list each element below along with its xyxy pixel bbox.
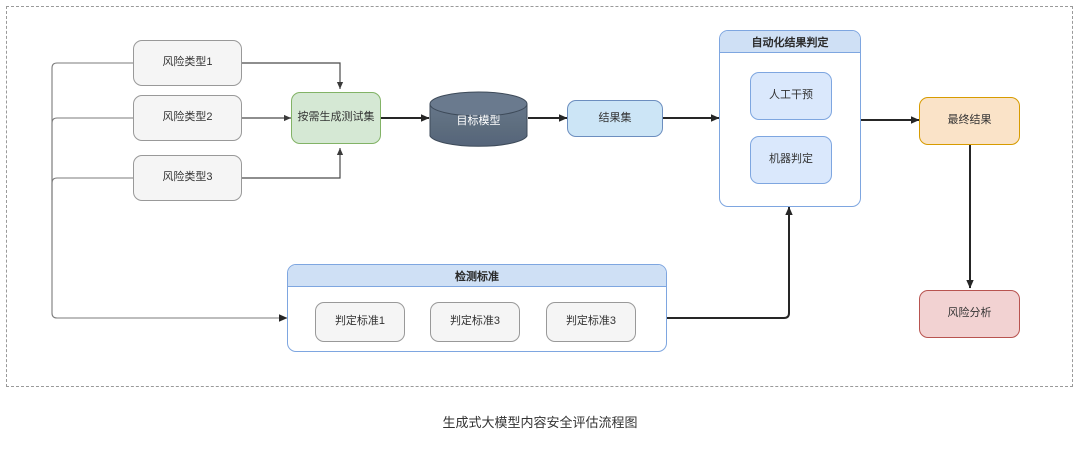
node-judgement-standard-3[interactable]: 判定标准3 xyxy=(546,302,636,342)
node-machine-judgement-label: 机器判定 xyxy=(769,153,813,166)
node-result-set-label: 结果集 xyxy=(598,111,632,124)
node-risk-analysis-label: 风险分析 xyxy=(947,307,992,320)
node-risk-type-1-label: 风险类型1 xyxy=(162,56,213,69)
edge-risk3-to-generator xyxy=(242,147,344,179)
node-risk-analysis[interactable]: 风险分析 xyxy=(919,290,1020,338)
node-generate-test-set[interactable]: 按需生成测试集 xyxy=(291,92,381,144)
node-generate-test-set-label: 按需生成测试集 xyxy=(297,111,375,124)
node-judgement-standard-2[interactable]: 判定标准3 xyxy=(430,302,520,342)
panel-detection-standard-title: 检测标准 xyxy=(288,265,666,287)
edge-risk3-to-bus xyxy=(51,177,133,250)
node-final-result-label: 最终结果 xyxy=(947,114,992,127)
node-risk-type-2-label: 风险类型2 xyxy=(162,111,213,124)
edge-detection-standard-to-auto-judgement xyxy=(667,206,793,319)
edge-risk2-to-bus xyxy=(51,117,133,200)
panel-detection-standard: 检测标准 判定标准1 判定标准3 判定标准3 xyxy=(287,264,667,352)
node-judgement-standard-3-label: 判定标准3 xyxy=(565,315,617,328)
node-risk-type-3[interactable]: 风险类型3 xyxy=(133,155,242,201)
node-manual-intervention-label: 人工干预 xyxy=(769,89,813,102)
node-judgement-standard-2-label: 判定标准3 xyxy=(449,315,501,328)
diagram-caption: 生成式大模型内容安全评估流程图 xyxy=(442,415,638,430)
cylinder-shape xyxy=(429,91,528,147)
node-risk-type-1[interactable]: 风险类型1 xyxy=(133,40,242,86)
diagram-frame xyxy=(6,6,1073,387)
node-judgement-standard-1[interactable]: 判定标准1 xyxy=(315,302,405,342)
panel-auto-judgement-title: 自动化结果判定 xyxy=(720,31,860,53)
panel-auto-judgement: 自动化结果判定 人工干预 机器判定 xyxy=(719,30,861,207)
node-machine-judgement[interactable]: 机器判定 xyxy=(750,136,832,184)
edge-risk1-to-generator xyxy=(242,62,344,90)
node-risk-type-2[interactable]: 风险类型2 xyxy=(133,95,242,141)
node-risk-type-3-label: 风险类型3 xyxy=(162,171,213,184)
node-manual-intervention[interactable]: 人工干预 xyxy=(750,72,832,120)
node-final-result[interactable]: 最终结果 xyxy=(919,97,1020,145)
node-target-model[interactable]: 目标模型 xyxy=(429,91,528,149)
node-judgement-standard-1-label: 判定标准1 xyxy=(334,315,386,328)
node-result-set[interactable]: 结果集 xyxy=(567,100,663,137)
